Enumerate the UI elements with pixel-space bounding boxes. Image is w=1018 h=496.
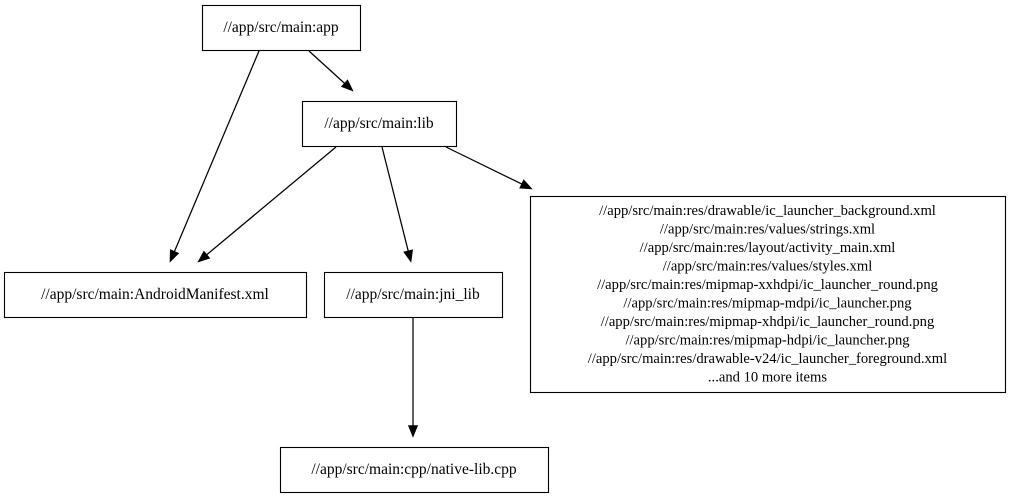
node-label: //app/src/main:cpp/native-lib.cpp bbox=[311, 461, 517, 478]
node-label-line: //app/src/main:res/mipmap-xxhdpi/ic_laun… bbox=[597, 277, 939, 293]
graph-edge-jni_lib-to-native_lib bbox=[407, 318, 419, 438]
node-label-line: ...and 10 more items bbox=[708, 370, 827, 386]
edge-line bbox=[308, 50, 347, 86]
node-box[interactable] bbox=[3, 271, 308, 319]
node-label-line: //app/src/main:res/values/styles.xml bbox=[663, 259, 873, 275]
graph-edge-lib-to-jni_lib bbox=[381, 146, 414, 263]
node-box[interactable] bbox=[529, 195, 1007, 394]
node-box[interactable] bbox=[301, 100, 458, 148]
graph-edge-app-to-manifest bbox=[169, 50, 260, 263]
edge-arrowhead bbox=[407, 425, 419, 438]
node-label: //app/src/main:AndroidManifest.xml bbox=[41, 286, 269, 303]
graph-edge-app-to-lib bbox=[308, 50, 354, 92]
node-box[interactable] bbox=[201, 4, 362, 52]
node-label-line: //app/src/main:res/mipmap-hdpi/ic_launch… bbox=[625, 333, 910, 349]
node-label-line: //app/src/main:res/mipmap-xhdpi/ic_launc… bbox=[601, 314, 935, 330]
node-label: //app/src/main:app bbox=[223, 19, 339, 36]
edge-line bbox=[445, 146, 524, 186]
edge-arrowhead bbox=[197, 250, 211, 263]
graph-node-resources[interactable]: //app/src/main:res/drawable/ic_launcher_… bbox=[529, 195, 1007, 394]
edge-arrowhead bbox=[169, 249, 180, 263]
edge-arrowhead bbox=[403, 249, 414, 263]
edge-arrowhead bbox=[340, 79, 354, 92]
node-label-line: //app/src/main:res/layout/activity_main.… bbox=[640, 240, 896, 256]
node-label: //app/src/main:jni_lib bbox=[346, 286, 480, 303]
graph-node-lib[interactable]: //app/src/main:lib bbox=[301, 100, 458, 148]
node-label: //app/src/main:lib bbox=[324, 115, 434, 132]
edge-line bbox=[381, 146, 410, 253]
nodes-layer: //app/src/main:app //app/src/main:lib //ap… bbox=[3, 4, 1007, 494]
graph-node-manifest[interactable]: //app/src/main:AndroidManifest.xml bbox=[3, 271, 308, 319]
node-box[interactable] bbox=[323, 271, 504, 319]
graph-edge-lib-to-manifest bbox=[197, 146, 337, 263]
graph-edge-lib-to-resources bbox=[445, 146, 533, 190]
edge-line bbox=[173, 50, 260, 254]
node-label-line: //app/src/main:res/values/strings.xml bbox=[660, 222, 875, 238]
edge-arrowhead bbox=[519, 179, 533, 190]
graph-node-app[interactable]: //app/src/main:app bbox=[201, 4, 362, 52]
node-label-line: //app/src/main:res/mipmap-mdpi/ic_launch… bbox=[623, 296, 912, 312]
node-label-line: //app/src/main:res/drawable/ic_launcher_… bbox=[599, 203, 936, 219]
node-label-line: //app/src/main:res/drawable-v24/ic_launc… bbox=[588, 351, 947, 367]
edge-line bbox=[204, 146, 337, 257]
edges-layer bbox=[169, 50, 533, 438]
graph-node-native_lib[interactable]: //app/src/main:cpp/native-lib.cpp bbox=[279, 446, 550, 494]
graph-node-jni_lib[interactable]: //app/src/main:jni_lib bbox=[323, 271, 504, 319]
node-box[interactable] bbox=[279, 446, 550, 494]
